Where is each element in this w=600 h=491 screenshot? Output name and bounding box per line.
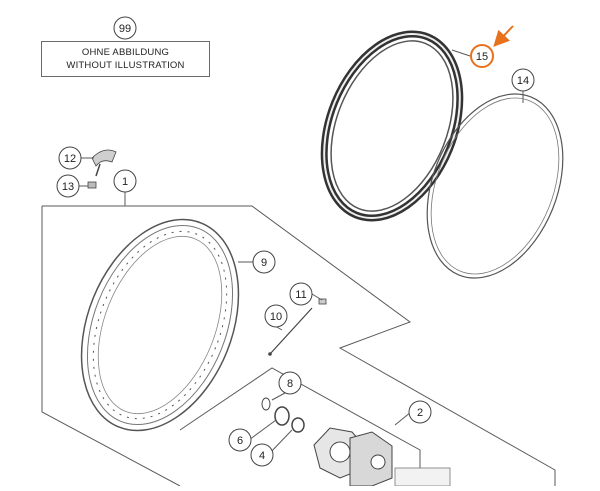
spacer-part [291,417,305,433]
callout-1-label: 1 [122,176,128,188]
assembly-group-outline [42,205,556,486]
callout-15-label: 15 [476,51,488,63]
callout-99-label: 99 [119,23,131,35]
callout-12: 12 [58,146,82,170]
callout-8: 8 [278,371,302,395]
leader-lines [79,49,524,456]
callout-1: 1 [113,169,137,193]
bearing-part [261,397,271,411]
callout-9-label: 9 [261,257,267,269]
highlight-arrow [493,25,514,47]
rim-part [80,218,240,432]
callout-10-label: 10 [270,311,282,323]
nipple-part [318,298,327,305]
callout-11: 11 [289,282,313,306]
callout-15: 15 [470,44,494,68]
nut-part [87,181,97,189]
callout-11-label: 11 [295,289,306,301]
callout-13: 13 [56,174,80,198]
callout-12-label: 12 [64,153,76,165]
callout-8-label: 8 [287,378,293,390]
callout-4-label: 4 [259,450,265,462]
callout-99: 99 [113,16,137,40]
callout-2: 2 [408,400,432,424]
seal-part [274,406,290,426]
valve-part [91,149,117,177]
spoke-part [268,307,313,356]
callout-13-label: 13 [62,181,74,193]
callout-6-label: 6 [237,435,243,447]
assembly-group-outline-left [41,206,181,487]
callout-14: 14 [511,68,535,92]
callout-6: 6 [228,428,252,452]
without-illustration-note: OHNE ABBILDUNG WITHOUT ILLUSTRATION [41,41,210,77]
tire-part [320,30,464,222]
tube-part [426,93,564,279]
callout-4: 4 [250,443,274,467]
callout-2-label: 2 [417,407,423,419]
note-line-english: WITHOUT ILLUSTRATION [66,60,185,71]
callout-9: 9 [252,250,276,274]
hub-part [313,427,451,487]
callout-14-label: 14 [517,75,529,87]
note-line-german: OHNE ABBILDUNG [81,47,170,58]
callout-10: 10 [264,304,288,328]
